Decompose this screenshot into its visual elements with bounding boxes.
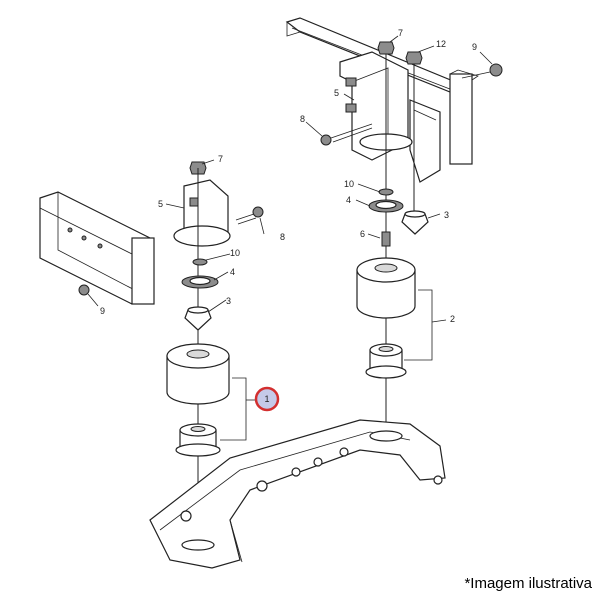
right-bolt-8 bbox=[320, 123, 373, 146]
callout-9-right: 9 bbox=[472, 42, 477, 52]
right-lower-cushion bbox=[365, 343, 407, 379]
right-retainer-4 bbox=[368, 199, 404, 213]
callout-2: 2 bbox=[450, 314, 455, 324]
callout-4-right: 4 bbox=[346, 195, 351, 205]
callout-12: 12 bbox=[436, 39, 446, 49]
callout-4-left: 4 bbox=[230, 267, 235, 277]
right-stud-6 bbox=[381, 231, 391, 247]
bracket-line-2 bbox=[404, 289, 433, 361]
callout-7-right: 7 bbox=[398, 28, 403, 38]
right-bump-stop-3 bbox=[401, 210, 429, 235]
right-upper-cushion bbox=[356, 257, 416, 319]
callout-8-right: 8 bbox=[300, 114, 305, 124]
callout-1-highlighted: 1 bbox=[254, 386, 280, 412]
left-retainer-4 bbox=[181, 275, 219, 289]
left-bolt-8 bbox=[235, 206, 264, 225]
callout-1-label: 1 bbox=[264, 394, 269, 404]
left-chassis-rail bbox=[39, 191, 155, 305]
callout-7-left: 7 bbox=[218, 154, 223, 164]
bracket-line-1 bbox=[220, 377, 247, 441]
left-washer-10 bbox=[192, 258, 208, 266]
illustrative-image-caption: *Imagem ilustrativa bbox=[464, 575, 592, 592]
left-upper-cushion bbox=[166, 343, 230, 405]
callout-8-left: 8 bbox=[280, 232, 285, 242]
callout-3-left: 3 bbox=[226, 296, 231, 306]
right-nut-7 bbox=[377, 41, 395, 55]
callout-3-right: 3 bbox=[444, 210, 449, 220]
callout-9-left: 9 bbox=[100, 306, 105, 316]
left-bolt-9 bbox=[78, 284, 90, 296]
right-washer-10 bbox=[378, 188, 394, 196]
left-bump-stop-3 bbox=[184, 306, 212, 331]
callout-6: 6 bbox=[360, 229, 365, 239]
right-nut-12 bbox=[405, 51, 423, 65]
left-mount-bracket bbox=[173, 179, 231, 247]
leader-line-2 bbox=[431, 319, 447, 323]
callout-5-right: 5 bbox=[334, 88, 339, 98]
crossmember bbox=[149, 419, 446, 569]
callout-5-left: 5 bbox=[158, 199, 163, 209]
callout-10-left: 10 bbox=[230, 248, 240, 258]
leader-lines bbox=[87, 35, 493, 313]
callout-10-right: 10 bbox=[344, 179, 354, 189]
left-lower-cushion bbox=[175, 423, 221, 457]
right-bolt-9 bbox=[461, 63, 503, 79]
